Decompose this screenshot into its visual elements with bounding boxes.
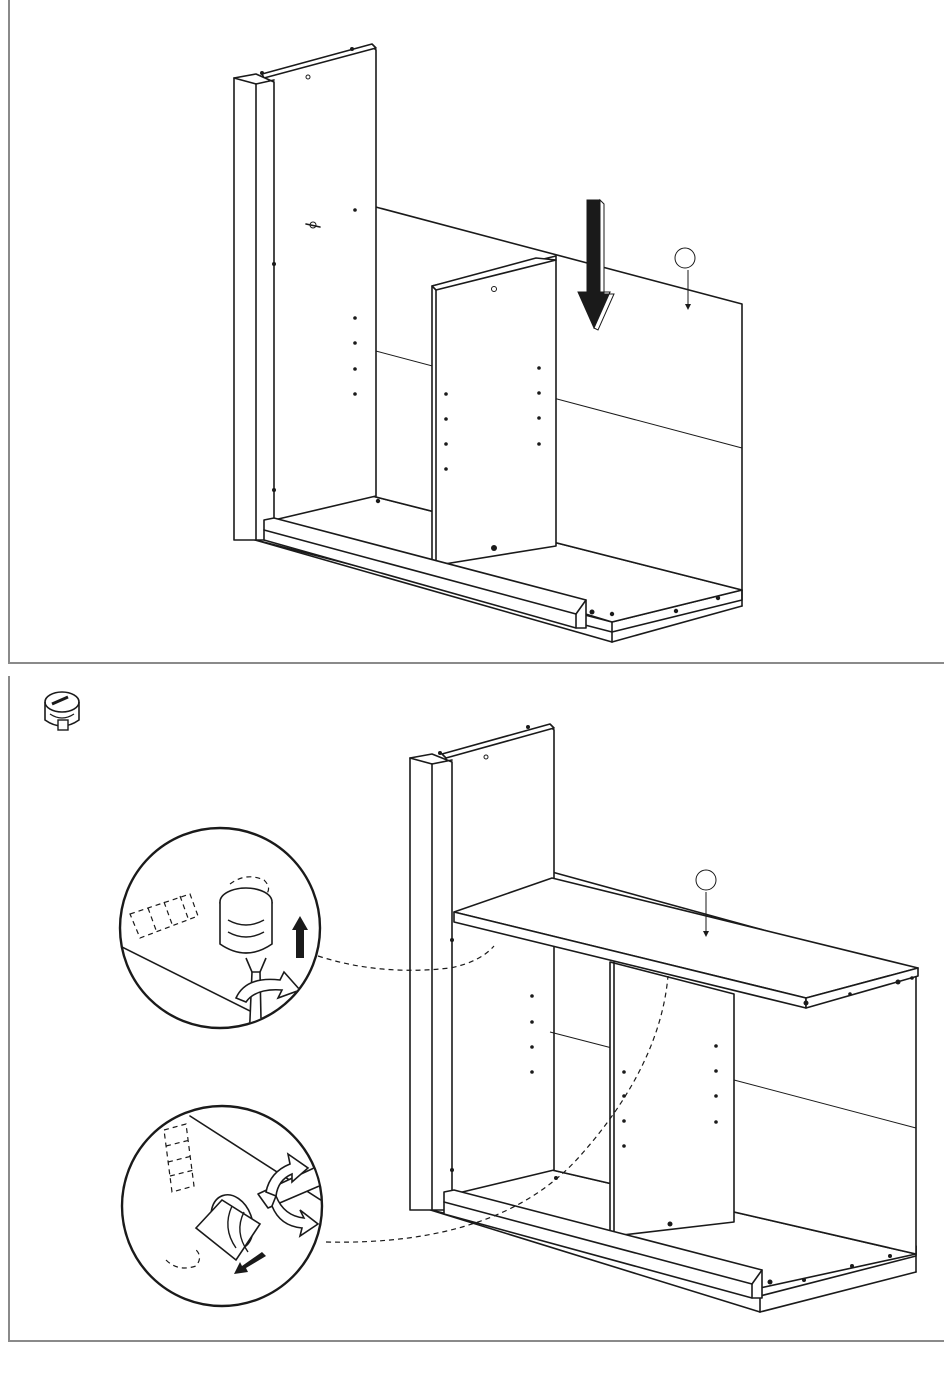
detail-callout-lower [122, 1106, 352, 1306]
middle-divider-panel [610, 962, 734, 1236]
step-1-illustration [0, 0, 950, 664]
step-2-illustration [0, 676, 950, 1342]
cam-lock-icon [45, 692, 79, 730]
cam-lock-detail [220, 888, 272, 953]
front-left-post [410, 754, 454, 1210]
step-2-panel [0, 676, 950, 1342]
part-marker-circle [696, 870, 716, 890]
front-left-post [234, 74, 276, 540]
left-side-panel [260, 44, 376, 520]
part-marker-circle [675, 248, 695, 268]
detail-callout-upper [120, 828, 320, 1066]
middle-divider-panel [432, 256, 556, 566]
step-1-panel [0, 0, 950, 664]
